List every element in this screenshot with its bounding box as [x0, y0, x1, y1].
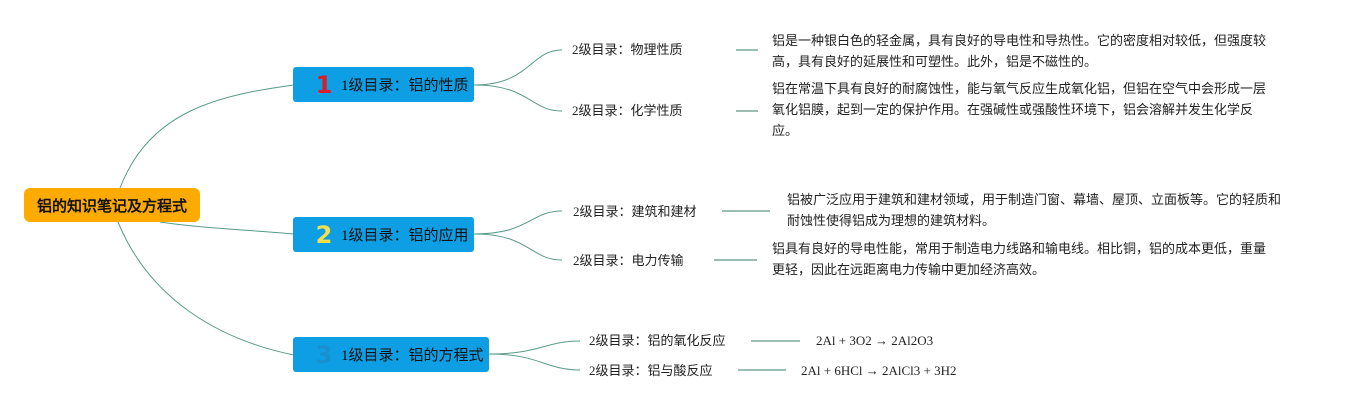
link-b3-c2: [488, 353, 581, 371]
number-2-icon: 2: [315, 220, 333, 249]
link-b1-c1: [473, 49, 563, 86]
root-topic[interactable]: 铝的知识笔记及方程式: [24, 188, 200, 222]
topic-aluminum-equations[interactable]: 3 1级目录：铝的方程式: [293, 337, 489, 372]
link-root-branch1: [119, 84, 295, 189]
subtopic-acid-reaction[interactable]: 2级目录：铝与酸反应: [589, 363, 713, 378]
topic-label: 1级目录：铝的应用: [341, 228, 469, 244]
link-root-branch3: [117, 221, 295, 356]
note-construction[interactable]: 铝被广泛应用于建筑和建材领域，用于制造门窗、幕墙、屋顶、立面板等。它的轻质和耐蚀…: [787, 193, 1282, 229]
note-chemical-properties[interactable]: 铝在常温下具有良好的耐腐蚀性，能与氧气反应生成氧化铝，但铝在空气中会形成一层氧化…: [772, 82, 1267, 139]
link-b2-c1: [473, 210, 563, 235]
number-1-icon: 1: [315, 70, 333, 99]
topic-aluminum-properties[interactable]: 1 1级目录：铝的性质: [293, 67, 474, 102]
link-b3-c1: [488, 340, 581, 355]
subtopic-chemical-properties[interactable]: 2级目录：化学性质: [572, 103, 683, 118]
equation-oxidation[interactable]: 2Al + 3O2 → 2Al2O3: [816, 333, 934, 348]
number-3-icon: 3: [315, 340, 333, 369]
topic-aluminum-applications[interactable]: 2 1级目录：铝的应用: [293, 217, 474, 252]
topic-label: 1级目录：铝的方程式: [341, 348, 484, 364]
subtopic-power-transmission[interactable]: 2级目录：电力传输: [573, 253, 684, 268]
subtopic-oxidation-reaction[interactable]: 2级目录：铝的氧化反应: [589, 333, 726, 348]
root-title: 铝的知识笔记及方程式: [36, 196, 187, 215]
link-b2-c2: [473, 233, 563, 261]
subtopic-construction[interactable]: 2级目录：建筑和建材: [573, 204, 697, 219]
equation-acid[interactable]: 2Al + 6HCl → 2AlCl3 + 3H2: [801, 363, 957, 378]
note-physical-properties[interactable]: 铝是一种银白色的轻金属，具有良好的导电性和导热性。它的密度相对较低，但强度较高，…: [772, 34, 1267, 70]
link-b1-c2: [473, 84, 563, 112]
subtopic-physical-properties[interactable]: 2级目录：物理性质: [572, 42, 683, 57]
note-power-transmission[interactable]: 铝具有良好的导电性能，常用于制造电力线路和输电线。相比铜，铝的成本更低，重量更轻…: [772, 242, 1267, 278]
topic-label: 1级目录：铝的性质: [341, 78, 469, 94]
link-root-branch2: [159, 221, 295, 235]
